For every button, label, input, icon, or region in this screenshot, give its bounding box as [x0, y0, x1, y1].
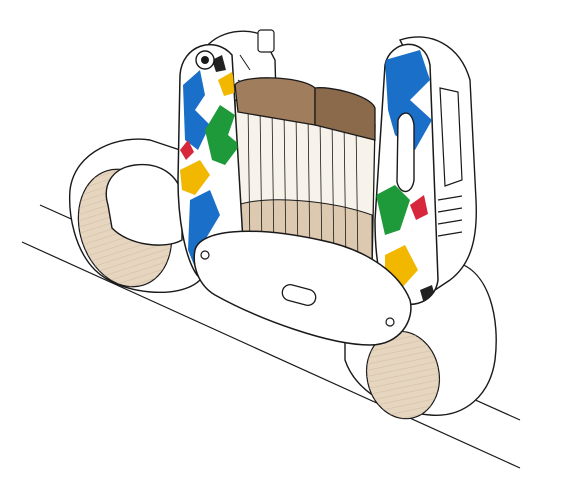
right-panel-grip	[396, 112, 415, 193]
ground-line-lower	[21, 241, 521, 469]
bumper-bolt-left	[200, 250, 210, 260]
right-side-panel	[374, 43, 439, 305]
bumper-handle-slot	[281, 284, 317, 306]
left-panel-plug	[257, 29, 275, 53]
seat-back-right	[314, 87, 376, 141]
right-panel-handle-slot	[439, 87, 463, 187]
front-bumper	[193, 230, 412, 346]
left-side-panel	[177, 44, 246, 287]
interior-bars	[247, 103, 359, 269]
bumper-bolt-right	[385, 317, 395, 327]
left-wheel	[68, 138, 201, 294]
right-panel-vent-lines	[437, 195, 463, 237]
